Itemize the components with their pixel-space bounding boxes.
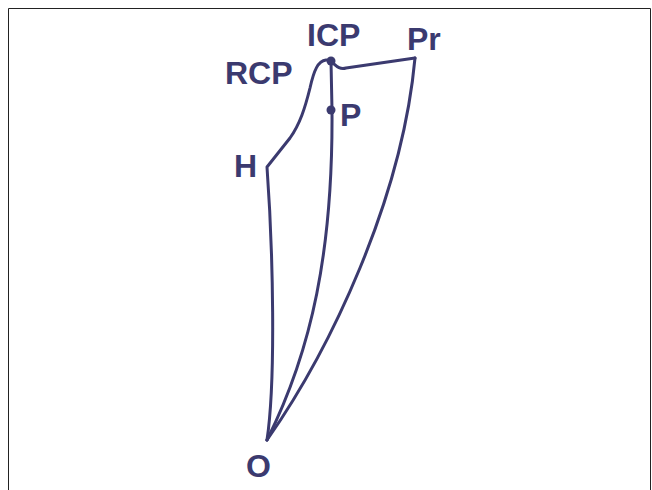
posterior-border: [267, 58, 415, 440]
frame: [9, 9, 651, 490]
point-label: O: [246, 450, 271, 482]
point-label: ICP: [307, 19, 360, 51]
habitual-path: [267, 61, 332, 440]
anterior-border: [267, 58, 415, 440]
point-label: RCP: [225, 57, 293, 89]
icp-point: [327, 57, 336, 66]
point-label: P: [340, 99, 361, 131]
p-point: [327, 106, 336, 115]
point-label: Pr: [407, 23, 441, 55]
point-label: H: [234, 150, 257, 182]
